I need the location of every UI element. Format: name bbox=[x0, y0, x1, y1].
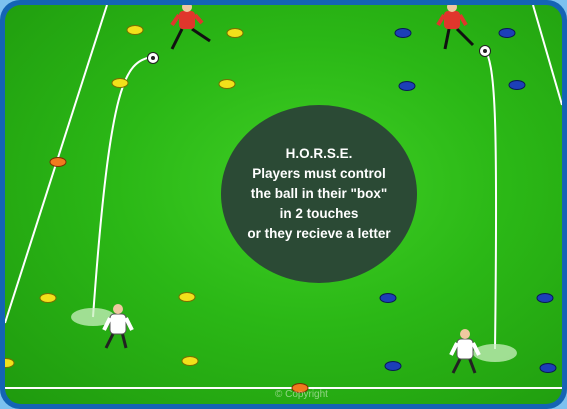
yellow-cone bbox=[112, 79, 128, 88]
blue-cone bbox=[385, 362, 401, 371]
orange-cone bbox=[50, 158, 66, 167]
yellow-cone bbox=[227, 29, 243, 38]
blue-cone bbox=[380, 294, 396, 303]
yellow-cone bbox=[182, 357, 198, 366]
blue-cone bbox=[395, 29, 411, 38]
yellow-cone bbox=[40, 294, 56, 303]
blue-cone bbox=[509, 81, 525, 90]
yellow-cone bbox=[127, 26, 143, 35]
drill-line-1: Players must control bbox=[252, 164, 386, 184]
yellow-cone bbox=[5, 359, 14, 368]
drill-line-2: the ball in their "box" bbox=[251, 184, 388, 204]
yellow-cone bbox=[179, 293, 195, 302]
blue-cone bbox=[499, 29, 515, 38]
ball-icon bbox=[480, 46, 491, 57]
drill-title: H.O.R.S.E. bbox=[286, 144, 353, 164]
copyright-watermark: © Copyright bbox=[275, 389, 328, 400]
drill-line-3: in 2 touches bbox=[280, 204, 359, 224]
red-player-icon bbox=[172, 5, 210, 49]
drill-line-4: or they recieve a letter bbox=[247, 224, 390, 244]
white-player-icon bbox=[451, 329, 479, 373]
blue-cone bbox=[540, 364, 556, 373]
blue-cone bbox=[537, 294, 553, 303]
red-player-icon bbox=[438, 5, 473, 49]
soccer-pitch: H.O.R.S.E. Players must control the ball… bbox=[5, 5, 562, 404]
blue-cone bbox=[399, 82, 415, 91]
right-touchline bbox=[533, 5, 562, 105]
yellow-cone bbox=[219, 80, 235, 89]
ball-icon bbox=[148, 53, 159, 64]
drill-description-bubble: H.O.R.S.E. Players must control the ball… bbox=[221, 105, 417, 283]
ball-path-left bbox=[93, 57, 151, 317]
ball-path-right bbox=[484, 47, 496, 349]
